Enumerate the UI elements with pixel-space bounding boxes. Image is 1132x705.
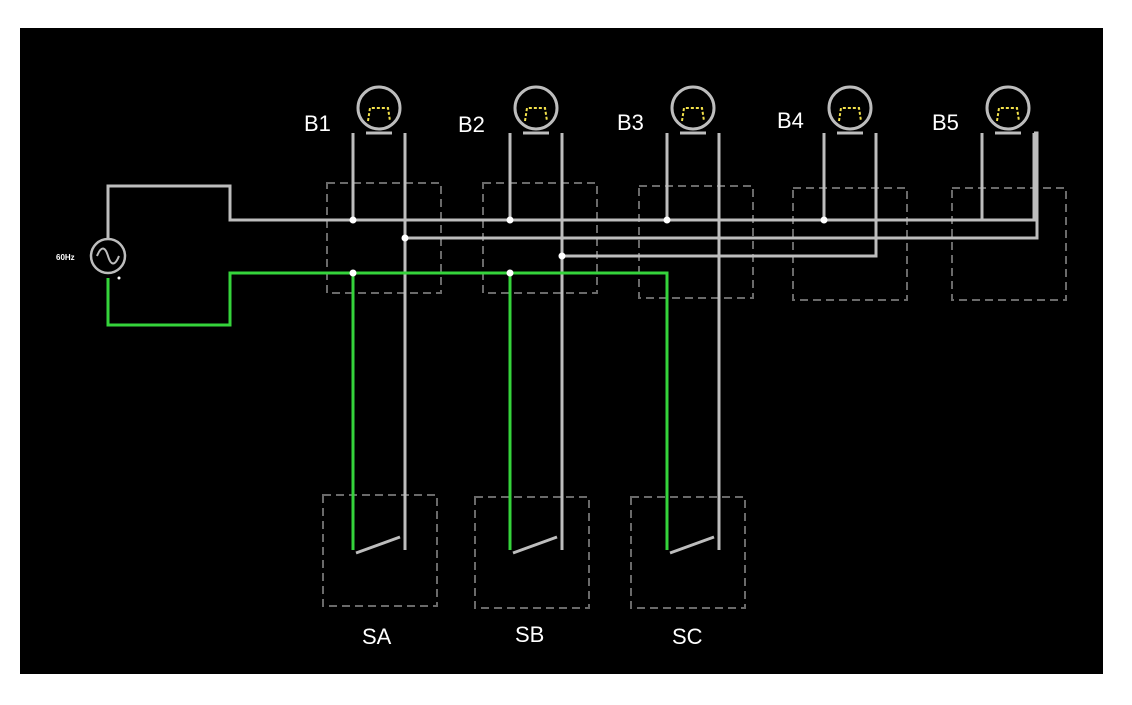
bulb-label-b2: B2 [458,112,485,137]
bulb-b5[interactable] [985,85,1031,135]
bulb-b2[interactable] [513,85,559,135]
switch-box-sb [474,496,590,609]
circuit-diagram: 60Hz B1 B2 B3 [56,85,1067,649]
filament-icon [838,107,862,122]
bulb-label-b1: B1 [304,111,331,136]
junction-boxes [322,182,1067,609]
filament-icon [524,107,548,122]
neutral-wiring [106,131,1039,550]
junction-node [558,252,566,260]
sine-wave-icon [96,247,120,265]
bulb-b1[interactable] [356,85,402,135]
junction-box-b3 [638,185,754,299]
junction-node [349,269,357,277]
ac-source[interactable]: 60Hz [56,237,127,280]
switch-sc-blade[interactable] [669,535,715,555]
live-wiring [106,271,669,550]
switch-label-sc: SC [672,624,703,649]
bulb-b3[interactable] [670,85,716,135]
filament-icon [367,107,391,122]
bulb-label-b5: B5 [932,110,959,135]
polarity-dot [117,276,121,280]
junction-node [506,216,514,224]
circuit-canvas: 60Hz B1 B2 B3 [20,28,1103,674]
labels: B1 B2 B3 B4 B5 SA SB SC [304,108,959,649]
bulb-b4[interactable] [827,85,873,135]
live-bus [106,271,669,550]
sb-bus [562,133,878,258]
switch-label-sb: SB [515,622,544,647]
junction-box-b4 [792,187,908,301]
filament-icon [996,107,1020,122]
source-frequency-label: 60Hz [56,253,75,262]
junction-node [820,216,828,224]
switch-sa-blade[interactable] [355,535,401,555]
junction-node [506,269,514,277]
switch-label-sa: SA [362,624,392,649]
filament-icon [681,107,705,122]
bulb-label-b4: B4 [777,108,804,133]
switch-sb-blade[interactable] [512,535,558,555]
switches [355,535,715,555]
junction-node [349,216,357,224]
switch-box-sc [630,496,746,609]
bulbs [356,85,1031,135]
junction-node [401,234,409,242]
junction-nodes [349,216,828,277]
bulb-label-b3: B3 [617,110,644,135]
neutral-bus [106,133,1036,258]
switch-box-sa [322,494,438,607]
junction-box-b5 [951,187,1067,301]
sa-bus [405,131,1039,240]
junction-node [663,216,671,224]
